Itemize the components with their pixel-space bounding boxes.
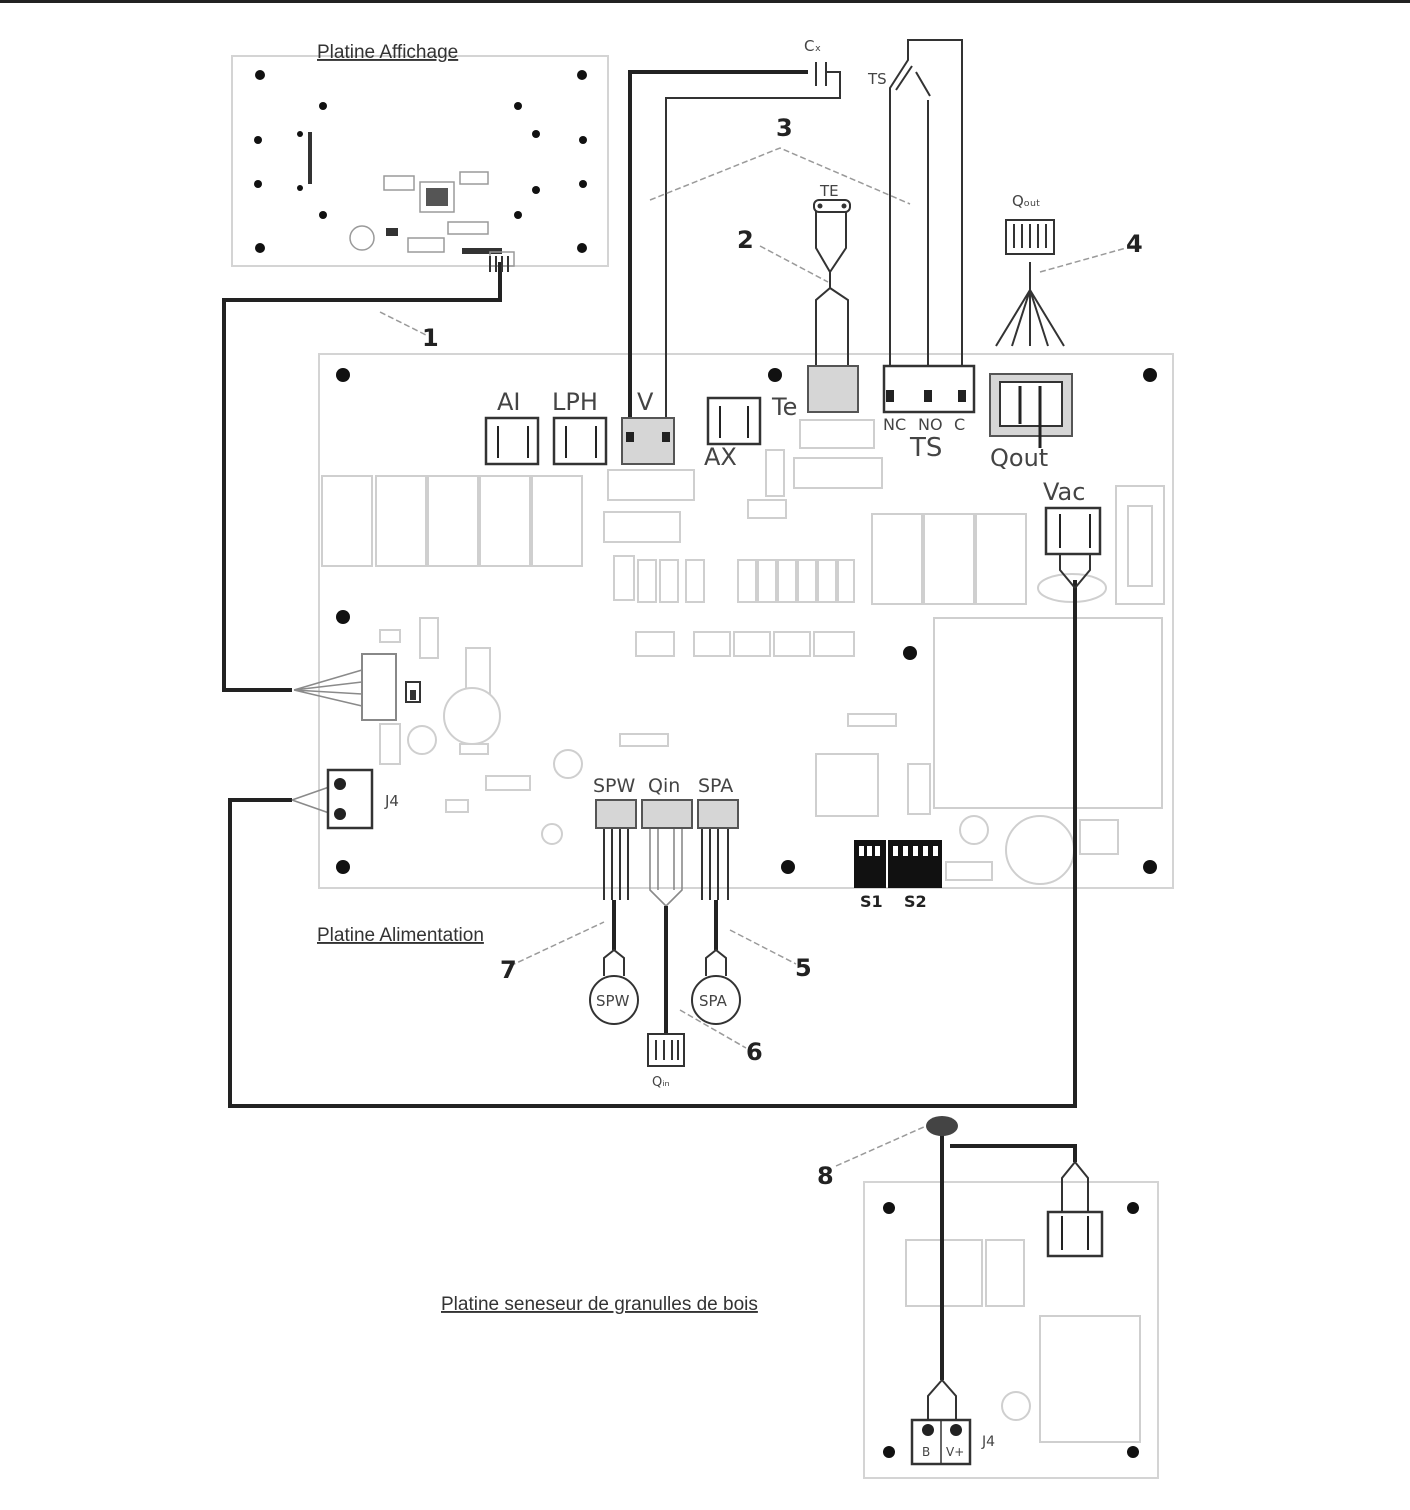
callout-1: 1 (422, 324, 439, 352)
label-j4-pin-b: B (922, 1445, 930, 1459)
callout-4: 4 (1126, 230, 1143, 258)
label-vac: Vac (1043, 478, 1085, 506)
pellet-sensor-board-title: Platine seneseur de granulles de bois (441, 1294, 758, 1315)
display-board-title: Platine Affichage (317, 42, 458, 63)
label-ts: TS (909, 433, 942, 463)
display-board (231, 55, 609, 267)
callout-5: 5 (795, 954, 812, 982)
label-j4: J4 (384, 792, 399, 810)
external-devices (589, 199, 1055, 1067)
label-ax: AX (704, 443, 737, 471)
label-te: Te (771, 393, 797, 421)
label-lph: LPH (552, 388, 598, 416)
label-spw: SPW (593, 775, 636, 797)
label-j4-pin-v: V+ (946, 1445, 964, 1459)
callout-7: 7 (500, 956, 517, 984)
terminal-blocks (326, 364, 1104, 1466)
label-thermostat-ts: TS (867, 70, 887, 88)
label-j4-sensor: J4 (981, 1434, 995, 1450)
label-no: NO (918, 415, 943, 434)
callout-6: 6 (746, 1038, 763, 1066)
label-spw-probe: SPW (596, 992, 630, 1010)
label-qout-plug: Qₒᵤₜ (1012, 192, 1041, 210)
label-spa: SPA (698, 775, 733, 797)
label-nc: NC (883, 415, 906, 434)
callout-2: 2 (737, 226, 754, 254)
label-capacitor: Cₓ (804, 37, 821, 55)
callout-leaders (379, 147, 1127, 1167)
callout-8: 8 (817, 1162, 834, 1190)
label-qin-plug: Qᵢₙ (652, 1075, 670, 1090)
pellet-sensor-board (863, 1181, 1159, 1479)
label-qout: Qout (990, 444, 1048, 472)
label-spa-probe: SPA (699, 992, 728, 1010)
wires (222, 39, 1091, 1422)
power-board (318, 353, 1174, 889)
label-v: V (637, 388, 654, 416)
top-border-line (0, 0, 1410, 3)
labels: Platine Affichage Platine Alimentation P… (317, 37, 1143, 1459)
label-s1: S1 (860, 892, 883, 911)
dip-switches (854, 840, 942, 888)
power-board-title: Platine Alimentation (317, 925, 484, 946)
callout-3: 3 (776, 114, 793, 142)
label-ai: AI (497, 388, 521, 416)
label-qin: Qin (648, 775, 680, 797)
label-sensor-te: TE (819, 182, 839, 200)
label-c: C (954, 415, 965, 434)
label-s2: S2 (904, 892, 927, 911)
